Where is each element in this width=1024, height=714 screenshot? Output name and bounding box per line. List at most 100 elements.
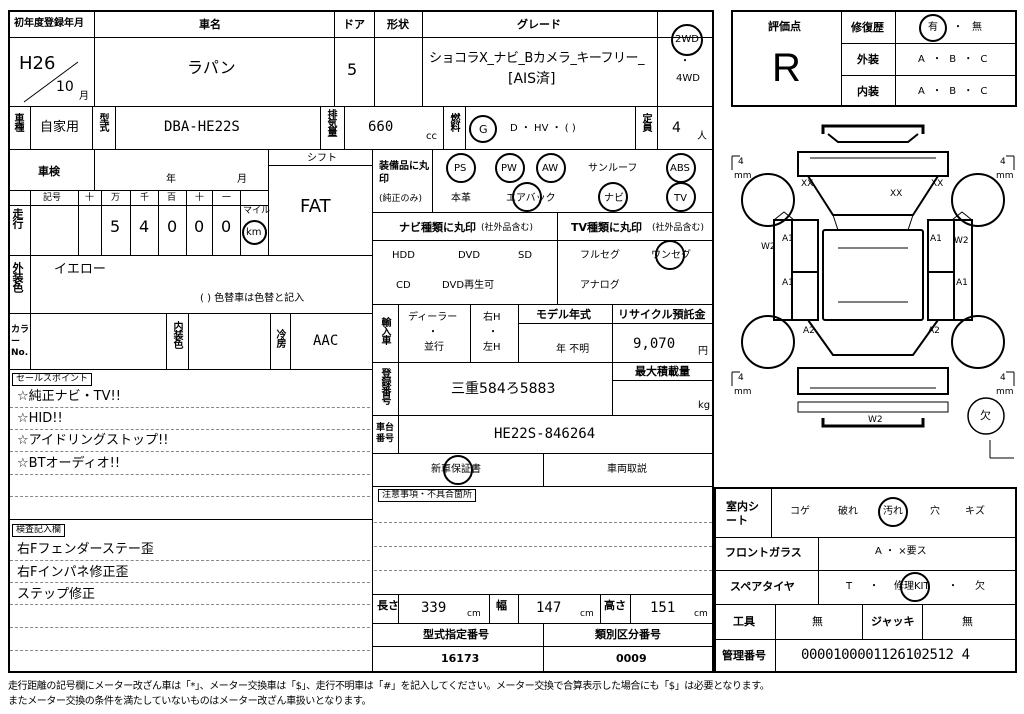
shift-value: FAT: [300, 196, 331, 217]
jack-value: 無: [962, 615, 973, 628]
sales-points-label: セールスポイント: [12, 373, 93, 386]
navi-sd: SD: [518, 250, 533, 261]
color-no-label: カラーNo.: [11, 325, 30, 359]
interior-label: 内装: [857, 85, 879, 98]
equip-sunroof: サンルーフ: [588, 163, 638, 174]
spare-repair-kit: 修理KIT: [894, 581, 930, 592]
grade-label: グレード: [517, 18, 561, 31]
spare-tire-label: スペアタイヤ: [730, 580, 795, 593]
tire-rl-value: 4: [738, 373, 744, 383]
reg-month: 10: [56, 79, 74, 95]
import-dealer: ディーラー: [408, 312, 458, 323]
repair-yes: 有: [928, 22, 938, 33]
shift-label: シフト: [307, 153, 337, 164]
management-label: 管理番号: [722, 649, 766, 662]
usage-value: 自家用: [40, 120, 80, 135]
recycle-value: 9,070: [633, 336, 676, 352]
sheet-burn: コゲ: [790, 506, 810, 517]
condition-table-frame: [714, 487, 1017, 673]
model-year-label: モデル年式: [536, 308, 591, 321]
doors-value: 5: [347, 60, 358, 79]
registration-label: 登録番号: [379, 368, 390, 404]
import-left-hand: 左H: [483, 342, 501, 353]
equip-airbag: エアバック: [506, 193, 556, 204]
max-load-label: 最大積載量: [635, 365, 690, 378]
fuel-g-circle: [469, 115, 497, 143]
model-value: DBA-HE22S: [164, 119, 240, 135]
import-right-hand: 右H: [483, 312, 501, 323]
tire-fl-unit: mm: [734, 171, 752, 181]
exterior-label: 外装: [857, 53, 879, 66]
damage-mark: XX: [890, 189, 903, 199]
exterior-grades: A ・ B ・ C: [918, 54, 990, 65]
inspector-note-2: 右Fインパネ修正歪: [17, 565, 129, 580]
tv-oneseg: ワンセグ: [651, 250, 691, 261]
equipment-label: 装備品に丸印: [379, 161, 429, 185]
model-year-value: 年 不明: [556, 344, 590, 355]
tools-label: 工具: [733, 615, 755, 628]
length-unit: cm: [467, 609, 481, 619]
tv-type-note: (社外品含む): [652, 223, 705, 233]
length-value: 339: [421, 600, 447, 616]
navi-type-note: (社外品含む): [481, 223, 534, 233]
sales-point-3: ☆アイドリングストップ!!: [17, 433, 169, 448]
color-change-note: ( ) 色替車は色替と記入: [200, 293, 305, 304]
navi-hdd: HDD: [392, 250, 415, 261]
sales-point-1: ☆純正ナビ・TV!!: [17, 389, 121, 404]
tools-value: 無: [812, 615, 823, 628]
km-label: km: [246, 227, 262, 238]
damage-mark: A1: [782, 234, 794, 244]
interior-sheet-label: 室内シート: [726, 500, 759, 528]
damage-mark: W2: [761, 242, 776, 252]
odo-header-0: 十: [85, 193, 95, 203]
mile-label: マイル: [243, 206, 271, 216]
capacity-value: 4: [672, 120, 681, 136]
car-name: ラパン: [187, 58, 236, 77]
reg-era-year: H26: [19, 53, 56, 74]
color-value: イエロー: [54, 262, 106, 277]
navi-dvd-play: DVD再生可: [442, 280, 495, 291]
damage-mark: A1: [782, 278, 794, 288]
equip-leather: 本革: [451, 193, 471, 204]
import-dot: ・: [428, 327, 438, 338]
repair-no: 無: [972, 22, 982, 33]
spare-missing-mark: 欠: [980, 409, 991, 422]
footer-note-2: またメーター交換の条件を満たしていないものはメーター改ざん車扱いとなります。: [8, 696, 372, 707]
caution-label: 注意事項・不具合箇所: [378, 489, 477, 502]
length-label: 長さ: [377, 599, 399, 612]
inspection-label: 車検: [38, 165, 60, 178]
km-circle: [242, 220, 267, 245]
spare-tire-t: T: [846, 581, 853, 592]
main-sheet-frame: [8, 10, 714, 673]
inspector-notes-label: 検査記入欄: [12, 524, 66, 537]
damage-mark: XX: [801, 179, 814, 189]
inspector-note-1: 右Fフェンダーステー歪: [17, 542, 154, 557]
equip-navi: ナビ: [604, 193, 624, 204]
reg-date-slash: [23, 61, 79, 103]
damage-mark: W2: [954, 236, 969, 246]
height-unit: cm: [694, 609, 708, 619]
odo-header-5: 一: [222, 193, 232, 203]
inspection-year-unit: 年: [166, 174, 176, 185]
score-label: 評価点: [768, 20, 801, 33]
grade-line2: [AIS済]: [508, 71, 556, 87]
oneseg-circle: [655, 240, 685, 270]
damage-mark: A2: [928, 326, 940, 336]
interior-grades: A ・ B ・ C: [918, 86, 990, 97]
sheet-hole: 穴: [930, 506, 940, 517]
equip-abs: ABS: [670, 163, 690, 174]
navi-type-label: ナビ種類に丸印: [399, 221, 476, 234]
damage-mark: XX: [931, 179, 944, 189]
sheet-tear: 破れ: [838, 506, 858, 517]
import-label: 輸入車: [379, 317, 390, 344]
grade-line1: ショコラX_ナビ_Bカメラ_キーフリー_: [429, 51, 645, 66]
car-damage-diagram: [731, 124, 1015, 459]
import-dot2: ・: [488, 327, 498, 338]
fuel-other: D ・ HV ・ ( ): [510, 123, 576, 134]
displacement-value: 660: [368, 119, 394, 135]
recycle-unit: 円: [698, 346, 708, 357]
manual-label: 車両取説: [607, 464, 647, 475]
inspector-note-3: ステップ修正: [17, 587, 96, 602]
footer-note-1: 走行距離の記号欄にメーター改ざん車は「*」、メーター交換車は「$」、走行不明車は…: [8, 681, 770, 692]
interior-color-label: 内装色: [171, 321, 182, 348]
